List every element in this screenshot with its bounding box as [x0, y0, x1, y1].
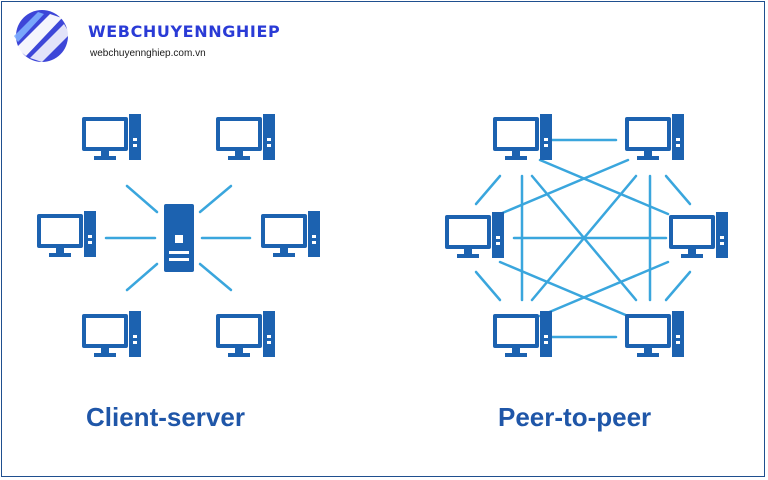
link-diagonal [498, 158, 630, 216]
computer-icon [261, 211, 320, 257]
link-diagonal [538, 260, 670, 318]
brand-domain: webchuyennghiep.com.vn [90, 48, 206, 59]
computer-icon [493, 114, 552, 160]
computer-icon [82, 114, 141, 160]
computer-icon [82, 311, 141, 357]
brand-name: WEBCHUYENNGHIEP [88, 22, 281, 41]
computer-icon [216, 114, 275, 160]
link-edge [664, 270, 692, 302]
link-edge [664, 174, 692, 206]
computer-icon [216, 311, 275, 357]
brand-header: WEBCHUYENNGHIEP webchuyennghiep.com.vn [10, 8, 340, 68]
link-top-right [198, 184, 233, 214]
brand-logo-icon [14, 10, 70, 62]
server-icon [164, 204, 194, 272]
link-top-left [125, 184, 159, 214]
peer-to-peer-caption: Peer-to-peer [498, 402, 652, 432]
link-edge [474, 174, 502, 206]
link-diagonal [498, 260, 630, 318]
computer-icon [37, 211, 96, 257]
computer-icon [625, 114, 684, 160]
computer-icon [445, 212, 504, 258]
link-edge [474, 270, 502, 302]
computer-icon [669, 212, 728, 258]
client-server-nodes [37, 114, 320, 357]
computer-icon [493, 311, 552, 357]
computer-icon [625, 311, 684, 357]
link-bottom-left [125, 262, 159, 292]
client-server-links [104, 184, 252, 292]
link-diagonal [538, 158, 670, 216]
link-bottom-right [198, 262, 233, 292]
client-server-caption: Client-server [86, 402, 245, 432]
link-diagonal [530, 174, 638, 302]
peer-to-peer-links [474, 138, 692, 339]
